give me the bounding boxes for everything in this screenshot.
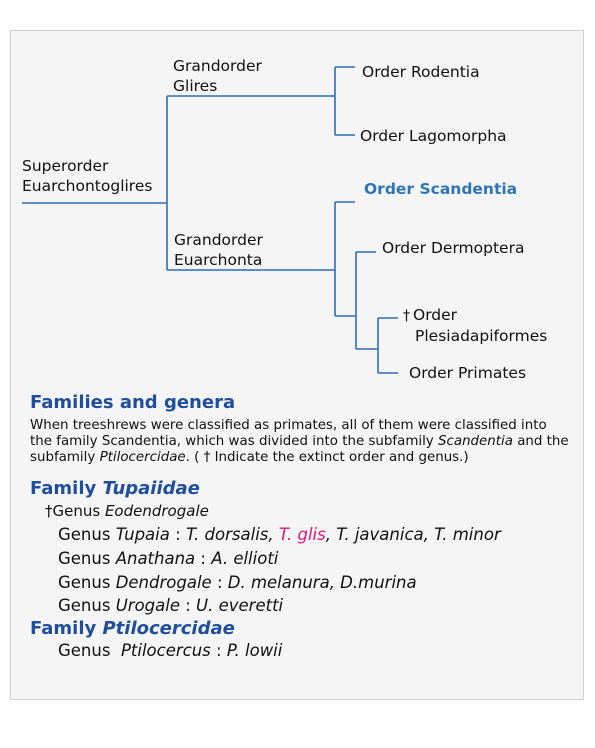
species-everetti: U. everetti	[196, 596, 284, 615]
desc-text-1: When treeshrews were classified as prima…	[30, 418, 547, 449]
order-dermoptera-label: Order Dermoptera	[382, 239, 525, 257]
genus-word: Genus	[58, 525, 116, 544]
genus-word: Genus	[58, 641, 121, 660]
separator: :	[211, 573, 228, 592]
family-name: Ptilocercidae	[102, 618, 235, 639]
genus-dendrogale: Genus Dendrogale : D. melanura, D.murina	[58, 572, 417, 594]
separator: :	[210, 641, 227, 660]
desc-text-2: and the subfamily	[30, 434, 569, 465]
separator: :	[195, 549, 212, 568]
order-lagomorpha-label: Order Lagomorpha	[360, 127, 507, 145]
euarchonta-label-line1: Grandorder	[174, 231, 263, 249]
plesiadapiformes-order-word: Order	[413, 306, 458, 324]
genus-word: Genus	[52, 502, 105, 520]
species-ellioti: A. ellioti	[211, 549, 279, 568]
separator: :	[169, 525, 186, 544]
families-description: When treeshrews were classified as prima…	[30, 418, 570, 466]
family-ptilocercidae-heading: Family Ptilocercidae	[30, 618, 235, 639]
glires-label: Grandorder Glires	[173, 56, 262, 96]
diagram-panel	[10, 30, 584, 700]
root-label-line2: Euarchontoglires	[22, 177, 153, 195]
genus-anathana: Genus Anathana : A. ellioti	[58, 548, 278, 570]
genus-name: Ptilocercus	[120, 641, 211, 660]
genus-word: Genus	[58, 596, 116, 615]
family-name: Tupaiidae	[102, 478, 200, 499]
species-glis: T. glis	[278, 525, 326, 544]
euarchonta-label-line2: Euarchonta	[174, 251, 263, 269]
order-primates-label: Order Primates	[409, 364, 527, 382]
genus-ptilocercus: Genus Ptilocercus : P. lowii	[58, 640, 282, 662]
genus-word: Genus	[58, 573, 116, 592]
species-dorsalis: T. dorsalis,	[185, 525, 279, 544]
family-tupaiidae-heading: Family Tupaiidae	[30, 478, 200, 499]
euarchonta-label: Grandorder Euarchonta	[174, 230, 263, 270]
desc-italic-scandentia: Scandentia	[438, 434, 513, 449]
species-lowii: P. lowii	[226, 641, 283, 660]
desc-text-3: . ( † Indicate the extinct order and gen…	[185, 450, 469, 465]
genus-urogale: Genus Urogale : U. everetti	[58, 595, 283, 617]
families-genera-heading: Families and genera	[30, 392, 236, 413]
root-label: Superorder Euarchontoglires	[22, 156, 152, 196]
glires-label-line2: Glires	[173, 77, 218, 95]
plesiadapiformes-label-line2: Plesiadapiformes	[415, 327, 548, 345]
root-label-line1: Superorder	[22, 157, 109, 175]
species-javanica-minor: , T. javanica, T. minor	[325, 525, 501, 544]
genus-tupaia: Genus Tupaia : T. dorsalis, T. glis, T. …	[58, 524, 501, 546]
genus-word: Genus	[58, 549, 116, 568]
extinct-dagger-icon: †	[403, 308, 410, 324]
phylogenetic-tree-lines	[22, 66, 398, 374]
genus-name: Anathana	[115, 549, 196, 568]
glires-label-line1: Grandorder	[173, 57, 262, 75]
family-word: Family	[30, 478, 103, 499]
family-word: Family	[30, 618, 103, 639]
separator: :	[179, 596, 197, 615]
extinct-dagger-icon: †	[45, 502, 53, 520]
genus-name: Dendrogale	[115, 573, 212, 592]
species-melanura-murina: D. melanura, D.murina	[227, 573, 417, 592]
order-plesiadapiformes-label: †Order Plesiadapiformes	[403, 305, 547, 346]
desc-italic-ptilocercidae: Ptilocercidae	[99, 450, 186, 465]
genus-name: Eodendrogale	[104, 502, 209, 520]
plesiadapiformes-label-line1: †Order	[403, 305, 547, 326]
genus-name: Urogale	[115, 596, 180, 615]
genus-name: Tupaia	[115, 525, 170, 544]
order-rodentia-label: Order Rodentia	[362, 63, 480, 81]
order-scandentia-label: Order Scandentia	[364, 180, 518, 198]
genus-eodendrogale: †Genus Eodendrogale	[45, 500, 209, 522]
